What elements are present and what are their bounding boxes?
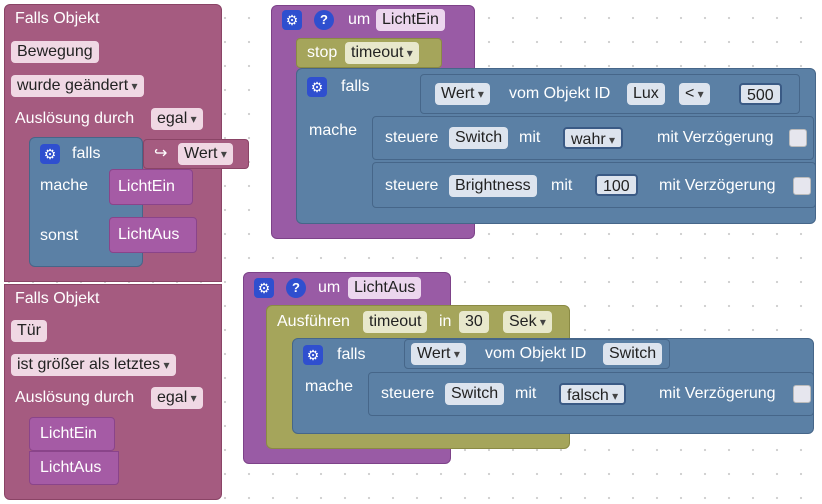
delay-label: mit Verzögerung — [659, 177, 776, 194]
mache-label: mache — [305, 378, 354, 395]
falls-label: falls — [341, 78, 370, 95]
delay-checkbox[interactable] — [789, 129, 807, 147]
value-block[interactable]: ↪ Wert — [143, 139, 249, 169]
mache-label: mache — [40, 177, 89, 194]
trigger-label: Auslösung durch — [15, 389, 135, 406]
mit-label: mit — [515, 385, 537, 402]
operator-dropdown[interactable]: < — [679, 83, 710, 105]
trigger-dropdown[interactable]: egal — [151, 108, 203, 130]
mache-label: mache — [309, 122, 358, 139]
call-label: LichtAus — [40, 459, 102, 476]
gear-icon[interactable]: ⚙ — [282, 10, 302, 30]
call-label: LichtEin — [40, 425, 97, 442]
compare-block[interactable]: Wert vom Objekt ID Switch — [404, 339, 670, 369]
from-object-label: vom Objekt ID — [485, 345, 587, 362]
value-dropdown[interactable]: wahr — [563, 127, 624, 149]
from-object-label: vom Objekt ID — [509, 85, 611, 102]
delay-label: mit Verzögerung — [657, 129, 774, 146]
steuere-label: steuere — [381, 385, 435, 402]
trigger-dropdown[interactable]: egal — [151, 387, 203, 409]
sonst-label: sonst — [40, 227, 79, 244]
gear-icon[interactable]: ⚙ — [303, 345, 323, 365]
value-dropdown[interactable]: Wert — [411, 343, 466, 365]
value-dropdown[interactable]: Wert — [178, 143, 233, 165]
call-lichtein-block[interactable]: LichtEin — [109, 169, 193, 205]
control-switch-block[interactable]: steuere Switch mit falsch mit Verzögerun… — [368, 372, 814, 416]
condition-dropdown[interactable]: ist größer als letztes — [11, 354, 176, 376]
trigger-label: Auslösung durch — [15, 110, 135, 127]
function-prefix: um — [318, 279, 341, 296]
steuere-label: steuere — [385, 129, 439, 146]
arrow-icon: ↪ — [154, 145, 168, 162]
function-prefix: um — [348, 11, 371, 28]
trigger-block-tuer[interactable]: Falls Objekt Tür ist größer als letztes … — [4, 284, 222, 500]
falls-label: falls — [72, 145, 101, 162]
steuere-label: steuere — [385, 177, 439, 194]
help-icon[interactable]: ? — [286, 278, 306, 298]
call-lichtein-block[interactable]: LichtEin — [29, 417, 115, 451]
call-lichtaus-block[interactable]: LichtAus — [109, 217, 197, 253]
call-label: LichtAus — [118, 226, 180, 243]
mit-label: mit — [551, 177, 573, 194]
delay-checkbox[interactable] — [793, 385, 811, 403]
trigger-title: Falls Objekt — [15, 10, 100, 27]
gear-icon[interactable]: ⚙ — [254, 278, 274, 298]
object-id-field[interactable]: Lux — [627, 83, 665, 105]
timeout-dropdown[interactable]: timeout — [345, 42, 419, 64]
unit-dropdown[interactable]: Sek — [503, 311, 552, 333]
target-field[interactable]: Brightness — [449, 175, 537, 197]
object-field[interactable]: Bewegung — [11, 41, 99, 63]
number-field[interactable]: 500 — [739, 83, 782, 105]
control-brightness-block[interactable]: steuere Brightness mit 100 mit Verzögeru… — [372, 162, 816, 208]
number-field[interactable]: 100 — [595, 174, 638, 196]
delay-label: mit Verzögerung — [659, 385, 776, 402]
value-dropdown[interactable]: falsch — [559, 383, 627, 405]
target-field[interactable]: Switch — [445, 383, 505, 405]
delay-checkbox[interactable] — [793, 177, 811, 195]
falls-label: falls — [337, 346, 366, 363]
function-name-field[interactable]: LichtEin — [376, 9, 445, 31]
control-switch-block[interactable]: steuere Switch mit wahr mit Verzögerung — [372, 116, 814, 160]
call-label: LichtEin — [118, 178, 175, 195]
compare-block[interactable]: Wert vom Objekt ID Lux < 500 — [420, 74, 800, 114]
object-field[interactable]: Tür — [11, 320, 47, 342]
stop-timeout-block[interactable]: stop timeout — [296, 38, 442, 68]
mit-label: mit — [519, 129, 541, 146]
stop-label: stop — [307, 44, 338, 61]
target-field[interactable]: Switch — [449, 127, 509, 149]
condition-dropdown[interactable]: wurde geändert — [11, 75, 144, 97]
trigger-title: Falls Objekt — [15, 290, 100, 307]
trigger-block-bewegung[interactable]: Falls Objekt Bewegung wurde geändert Aus… — [4, 4, 249, 282]
gear-icon[interactable]: ⚙ — [307, 77, 327, 97]
timeout-name-field[interactable]: timeout — [363, 311, 428, 333]
seconds-field[interactable]: 30 — [459, 311, 489, 333]
object-id-field[interactable]: Switch — [603, 343, 663, 365]
execute-label: Ausführen — [277, 313, 350, 330]
function-name-field[interactable]: LichtAus — [348, 277, 422, 299]
value-dropdown[interactable]: Wert — [435, 83, 490, 105]
help-icon[interactable]: ? — [314, 10, 334, 30]
gear-icon[interactable]: ⚙ — [40, 144, 60, 164]
call-lichtaus-block[interactable]: LichtAus — [29, 451, 119, 485]
in-label: in — [439, 313, 452, 330]
